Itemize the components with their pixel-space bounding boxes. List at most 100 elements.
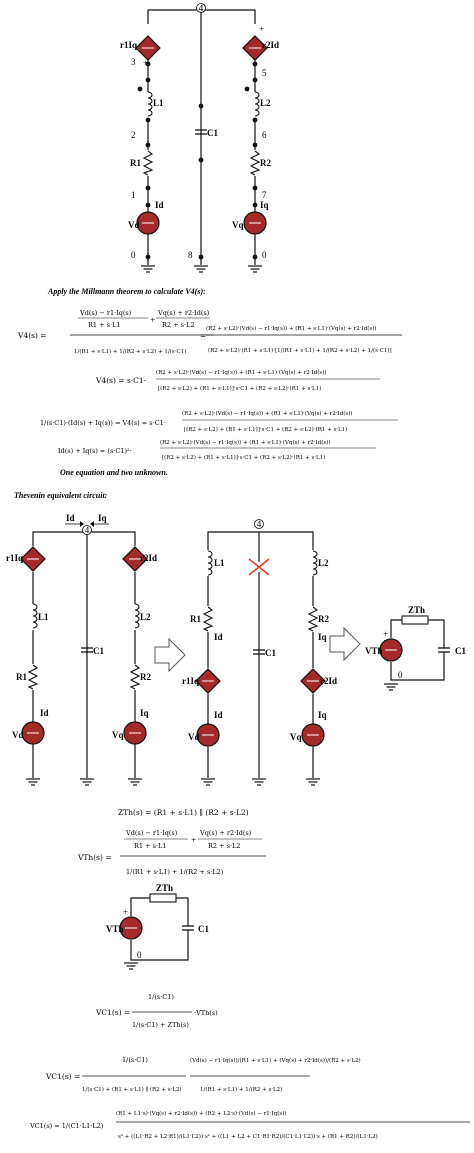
label-vth: VTh [106, 924, 124, 934]
plus-sign: + [259, 24, 264, 34]
label-id: Id [40, 708, 49, 718]
eq-vth: VTh(s) = Vd(s) − r1·Iq(s) R1 + s·L1 + Vq… [77, 829, 266, 876]
label-iq: Iq [140, 708, 149, 718]
eq-lhs: VC1(s) = [95, 1008, 130, 1017]
eq-num: (R2 + s·L2)·(Vd(s) − r1·Iq(s)) + (R1 + s… [182, 410, 353, 417]
eq-num: (R2 + s·L2)·(Vd(s) − r1·Iq(s)) + (R1 + s… [156, 369, 327, 376]
eq-num: Vd(s) − r1·Iq(s) [125, 829, 178, 837]
label-id: Id [214, 632, 223, 642]
eq-num: 1/(s·C1) [122, 1056, 148, 1064]
eq-v4-first: V4(s) = Vd(s) − r1·Iq(s) R1 + s·L1 + Vq(… [17, 309, 402, 355]
eq-den: R2 + s·L2 [162, 321, 194, 329]
eq-v4-third: 1/(s·C1)·(Id(s) + Iq(s)) = V4(s) = s·C1·… [40, 410, 398, 433]
label-l1: L1 [38, 612, 49, 622]
eq-id-iq: Id(s) + Iq(s) = (s·C1)²· (R2 + s·L2)·(Vd… [58, 439, 376, 461]
eq-num: 1/(s·C1) [148, 993, 174, 1001]
eq-den: 1/(R1 + s·L1) + 1/(R2 + s·L2) [126, 868, 224, 876]
eq-operator: + [150, 316, 155, 324]
label-r2: R2 [318, 614, 329, 624]
eq-vc1-b: VC1(s) = 1/(s·C1) 1/(s·C1) + (R1 + s·L1)… [45, 1056, 361, 1093]
label-id: Id [155, 200, 164, 210]
eq-lhs: V4(s) = s·C1· [95, 376, 146, 385]
one-eq-note: One equation and two unknown. [60, 468, 168, 477]
node-label: 4 [85, 525, 90, 535]
eq-lhs: V4(s) = [17, 331, 47, 340]
eq-den: 1/(s·C1) + ZTh(s) [132, 1021, 189, 1029]
eq-den: (R2 + s·L2)·(R1 + s·L1)·[1/(R1 + s·L1) +… [208, 347, 392, 354]
eq-lhs: VTh(s) = [77, 853, 112, 862]
label-r1: R1 [190, 614, 201, 624]
label-r2id: r2Id [140, 553, 157, 563]
eq-operator: + [191, 836, 196, 844]
label-c1: C1 [93, 646, 104, 656]
eq-tail: ·VTh(s) [194, 1009, 218, 1017]
eq-num: Vq(s) + r2·Id(s) [157, 309, 210, 317]
eq-num: (Vd(s) − r1·Iq(s))/(R1 + s·L1) + (Vq(s) … [190, 1057, 361, 1064]
label-r2id: r2Id [262, 40, 279, 50]
eq-lhs: 1/(s·C1)·(Id(s) + Iq(s)) = V4(s) = s·C1· [40, 419, 166, 427]
circuit-thevenin-small-bottom: ZTh VTh C1 + 0 [106, 883, 209, 970]
circuit-top: 4 r1Iq r2Id L1 L2 C1 R1 R2 Id Iq Vd Vq 3… [120, 3, 279, 273]
label-r1: R1 [16, 672, 27, 682]
label-iq: Iq [318, 632, 327, 642]
label-vth: VTh [365, 646, 383, 656]
eq-den: s³ + ((L1·R2 + L2·R1)/(L1·L2))·s² + ((L1… [118, 1133, 378, 1140]
node-label: 8 [188, 250, 193, 260]
node-label: 4 [199, 3, 204, 13]
eq-num: (R2 + s·L2)·(Vd(s) − r1·Iq(s)) + (R1 + s… [160, 439, 331, 446]
label-zth: ZTh [156, 883, 173, 893]
label-vd: Vd [128, 220, 140, 230]
label-l1: L1 [214, 558, 225, 568]
eq-den: [(R2 + s·L2) + (R1 + s·L1)]·s·C1 + (R2 +… [162, 454, 325, 461]
label-c1: C1 [207, 128, 218, 138]
node-label: 7 [262, 190, 267, 200]
eq-lhs: VC1(s) = 1/(C1·L1·L2) [29, 1122, 104, 1130]
node-label: 0 [262, 250, 267, 260]
eq-vc1-c: VC1(s) = 1/(C1·L1·L2) (R1 + L1·s)·(Vq(s)… [29, 1110, 470, 1140]
label-zth: ZTh [408, 605, 425, 615]
label-r2id: r2Id [320, 676, 337, 686]
eq-lhs: Id(s) + Iq(s) = (s·C1)²· [58, 447, 132, 455]
node-label: 1 [131, 190, 136, 200]
eq-den: [(R2 + s·L2) + (R1 + s·L1)]·s·C1 + (R2 +… [184, 426, 347, 433]
thevenin-heading: Thevenin equivalent circuit: [14, 491, 108, 500]
eq-den: R1 + s·L1 [134, 842, 166, 850]
eq-v4-second: V4(s) = s·C1· (R2 + s·L2)·(Vd(s) − r1·Iq… [95, 369, 380, 392]
plus-sign: + [123, 907, 128, 917]
label-r1iq: r1Iq [120, 40, 137, 50]
eq-lhs: VC1(s) = [45, 1072, 80, 1081]
eq-num: Vd(s) − r1·Iq(s) [79, 309, 132, 317]
eq-vc1-a: VC1(s) = 1/(s·C1) 1/(s·C1) + ZTh(s) ·VTh… [95, 993, 218, 1029]
circuit-thevenin-left: 4 Id Iq r1Iq r2Id L1 L2 C1 R1 R2 Id Iq V… [6, 513, 157, 786]
label-r1: R1 [130, 158, 141, 168]
label-r1iq: r1Iq [182, 676, 199, 686]
label-iq: Iq [318, 710, 327, 720]
eq-num: (R1 + L1·s)·(Vq(s) + r2·Id(s)) + (R2 + L… [116, 1110, 287, 1117]
label-iq: Iq [98, 513, 107, 523]
eq-zth: ZTh(s) = (R1 + s·L1) ∥ (R2 + s·L2) [118, 808, 249, 817]
label-r1iq: r1Iq [6, 553, 23, 563]
label-c1: C1 [265, 648, 276, 658]
node-label: 2 [131, 130, 136, 140]
label-l1: L1 [153, 98, 164, 108]
label-vq: Vq [112, 730, 124, 740]
eq-den: R2 + s·L2 [208, 842, 240, 850]
node-label: 3 [131, 57, 136, 67]
node-label: 0 [131, 250, 136, 260]
label-r2: R2 [260, 158, 271, 168]
label-l2: L2 [318, 558, 329, 568]
plus-sign: + [143, 58, 148, 68]
millmann-heading: Apply the Millmann theorem to calculate … [47, 287, 206, 296]
label-vq: Vq [290, 732, 302, 742]
node-label: 0 [398, 670, 403, 680]
eq-den: R1 + s·L1 [88, 321, 120, 329]
eq-num: Vq(s) + r2·Id(s) [199, 829, 252, 837]
node-label: 4 [257, 519, 262, 529]
eq-operator: = [200, 331, 206, 340]
node-label: 5 [262, 68, 267, 78]
eq-den: 1/(R1 + s·L1) + 1/(R2 + s·L2) [200, 1086, 282, 1093]
label-l2: L2 [260, 98, 271, 108]
node-label: 0 [137, 950, 142, 960]
circuit-thevenin-small-right: ZTh VTh C1 + 0 [365, 605, 466, 691]
